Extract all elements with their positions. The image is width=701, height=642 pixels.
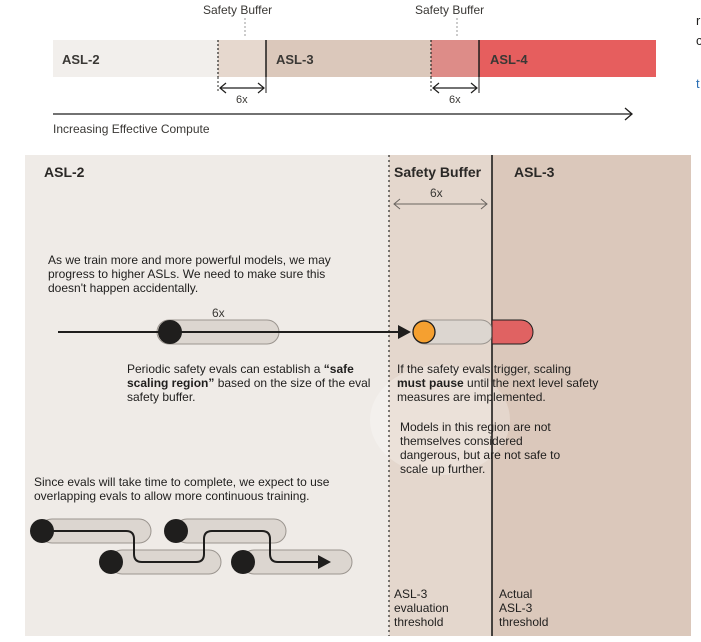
track-start-dot (158, 320, 182, 344)
bottom-title-asl3: ASL-3 (514, 164, 555, 180)
top-double-arrow-2 (432, 82, 478, 94)
top-band-buffer-2 (431, 40, 479, 77)
top-buffer-label-1: Safety Buffer (203, 3, 273, 17)
overlap-path (42, 530, 320, 563)
edge-fragment-1: r (696, 13, 701, 28)
top-buffer-label-2: Safety Buffer (415, 3, 485, 17)
region-text: Models in this region are not themselves… (400, 420, 561, 476)
periodic-text-bold: “safe scaling region” (127, 362, 354, 390)
top-double-arrow-1 (219, 82, 265, 94)
bottom-title-buffer: Safety Buffer (394, 164, 482, 180)
periodic-text-post: based on the size of the eval safety buf… (127, 376, 371, 404)
compute-arrow (53, 107, 633, 121)
overlapping-evals (30, 518, 353, 575)
edge-fragment-2: c (696, 33, 701, 48)
trigger-dot (412, 320, 436, 344)
eval-threshold-label: ASL-3 evaluation threshold (394, 587, 449, 629)
trigger-text-bold: must pause (397, 376, 464, 390)
overlap-text: Since evals will take time to complete, … (34, 475, 330, 503)
periodic-text-pre: Periodic safety evals can establish a (127, 362, 324, 376)
buffer-double-arrow (393, 198, 488, 210)
trigger-text: If the safety evals trigger, scaling mus… (397, 362, 602, 404)
top-band-asl3 (266, 40, 431, 77)
top-multiplier-2: 6x (449, 94, 461, 106)
asl3-pill-segment (491, 319, 534, 345)
bottom-panel-asl3 (492, 155, 691, 636)
top-band-asl4 (479, 40, 656, 77)
main-track (58, 319, 534, 345)
actual-threshold-label: Actual ASL-3 threshold (499, 587, 549, 629)
top-multiplier-1: 6x (236, 94, 248, 106)
trigger-text-post: until the next level safety measures are… (397, 376, 599, 404)
top-level-asl4: ASL-4 (490, 52, 528, 67)
top-band-asl2 (53, 40, 218, 77)
periodic-evals-text: Periodic safety evals can establish a “s… (127, 362, 372, 404)
top-level-asl2: ASL-2 (62, 52, 100, 67)
bottom-panel-buffer (389, 155, 492, 636)
top-scale-diagram (53, 18, 656, 121)
bottom-title-asl2: ASL-2 (44, 164, 85, 180)
top-level-asl3: ASL-3 (276, 52, 314, 67)
trigger-text-pre: If the safety evals trigger, scaling (397, 362, 572, 376)
top-band-buffer-1 (218, 40, 266, 77)
intro-text: As we train more and more powerful model… (48, 253, 331, 295)
track-arrowhead (398, 325, 411, 339)
track-multiplier: 6x (212, 306, 225, 320)
edge-fragment-3[interactable]: t (696, 76, 700, 91)
axis-label: Increasing Effective Compute (53, 122, 210, 136)
buffer-multiplier: 6x (430, 186, 443, 200)
